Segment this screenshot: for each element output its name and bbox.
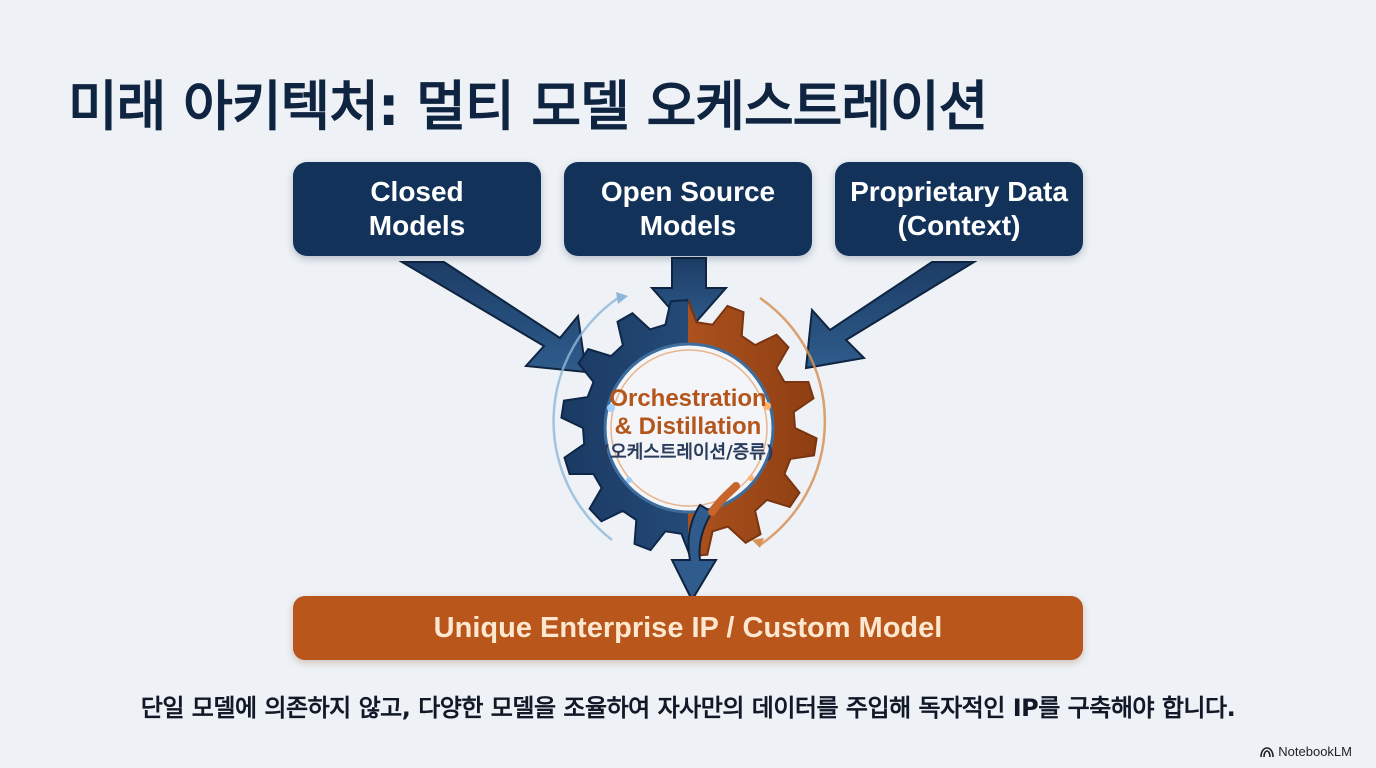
closed-models-line2: Models	[368, 210, 466, 241]
caption: 단일 모델에 의존하지 않고, 다양한 모델을 조율하여 자사만의 데이터를 주…	[140, 694, 1236, 722]
closed-models-line1: Closed	[370, 176, 464, 207]
gear-label-line2: & Distillation	[614, 413, 762, 440]
open-source-line2: Models	[639, 210, 737, 241]
proprietary-data-box: Proprietary Data (Context)	[835, 162, 1083, 256]
open-source-models-box: Open Source Models	[564, 162, 812, 256]
brand-label: NotebookLM	[1278, 744, 1352, 759]
proprietary-data-line2: (Context)	[897, 210, 1021, 241]
open-source-line1: Open Source	[600, 176, 776, 207]
gear-label: Orchestration & Distillation (오케스트레이션/증류…	[588, 385, 788, 465]
closed-models-box: Closed Models	[293, 162, 541, 256]
proprietary-data-line1: Proprietary Data	[850, 176, 1068, 207]
gear-label-line1: Orchestration	[609, 385, 767, 412]
arrow-open-to-gear	[649, 257, 729, 332]
arrow-gear-to-result	[670, 482, 740, 603]
arrow-proprietary-to-gear	[804, 261, 978, 370]
brand: NotebookLM	[1260, 744, 1352, 759]
gear-icon	[560, 298, 818, 558]
page-title: 미래 아키텍처: 멀티 모델 오케스트레이션	[68, 75, 988, 138]
result-bar: Unique Enterprise IP / Custom Model	[293, 596, 1083, 660]
arrow-closed-to-gear	[398, 261, 588, 374]
notebooklm-logo-icon	[1260, 746, 1275, 757]
gear-label-line3: (오케스트레이션/증류)	[601, 442, 775, 463]
